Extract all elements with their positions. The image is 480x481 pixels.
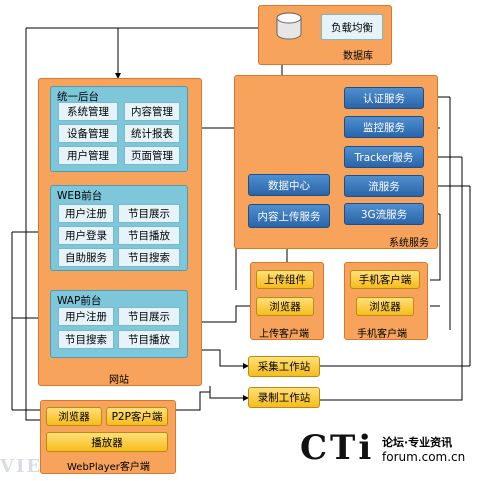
wap-front-item: 用户注册 — [58, 307, 114, 326]
wap-front-item: 节目播放 — [118, 330, 180, 349]
backend-item: 页面管理 — [124, 146, 180, 165]
backend-item: 内容管理 — [124, 102, 180, 121]
database-icon — [276, 12, 302, 40]
monitor-service-box: 监控服务 — [344, 116, 424, 138]
wap-front-item: 节目展示 — [118, 307, 180, 326]
record-station-box: 录制工作站 — [248, 387, 320, 408]
upload-browser-box: 浏览器 — [256, 297, 314, 316]
player-box: 播放器 — [46, 432, 168, 452]
web-front-title: WEB前台 — [57, 190, 103, 202]
web-front-item: 用户登录 — [58, 226, 114, 245]
upload-service-box: 内容上传服务 — [248, 204, 330, 228]
capture-station-box: 采集工作站 — [248, 356, 320, 377]
tracker-service-box: Tracker服务 — [344, 146, 424, 168]
cti-logo: CTi — [300, 428, 375, 468]
web-front-item: 节目展示 — [118, 204, 180, 223]
load-balance-box: 负载均衡 — [321, 14, 383, 40]
website-title: 网站 — [109, 375, 129, 386]
stream-service-box: 流服务 — [344, 175, 424, 197]
web-front-item: 用户注册 — [58, 204, 114, 223]
backend-item: 系统管理 — [58, 102, 118, 121]
wap-front-title: WAP前台 — [57, 295, 102, 307]
system-service-title: 系统服务 — [389, 238, 429, 249]
webplayer-browser-box: 浏览器 — [46, 407, 102, 426]
p2p-client-box: P2P客户端 — [106, 407, 168, 426]
web-front-item: 节目搜索 — [118, 248, 180, 267]
mobile-client-box: 手机客户端 — [350, 270, 420, 289]
mobile-client-title: 手机客户端 — [357, 329, 407, 340]
auth-service-box: 认证服务 — [344, 87, 424, 109]
backend-item: 统计报表 — [124, 124, 180, 143]
cti-logo-line2: forum.com.cn — [382, 450, 466, 464]
backend-item: 设备管理 — [58, 124, 118, 143]
database-group: 负载均衡 数据库 — [258, 5, 392, 65]
stream-3g-service-box: 3G流服务 — [344, 203, 424, 225]
data-center-box: 数据中心 — [248, 174, 330, 196]
mobile-browser-box: 浏览器 — [356, 297, 414, 316]
webplayer-title: WebPlayer客户端 — [67, 462, 150, 473]
cti-logo-line1: 论坛·专业资讯 — [382, 436, 453, 449]
backend-item: 用户管理 — [58, 146, 118, 165]
database-title: 数据库 — [343, 51, 373, 62]
upload-client-title: 上传客户端 — [259, 329, 309, 340]
backend-title: 统一后台 — [57, 91, 99, 103]
wap-front-item: 节目搜索 — [58, 330, 114, 349]
upload-component-box: 上传组件 — [256, 270, 314, 289]
web-front-item: 自助服务 — [58, 248, 114, 267]
web-front-item: 节目播放 — [118, 226, 180, 245]
